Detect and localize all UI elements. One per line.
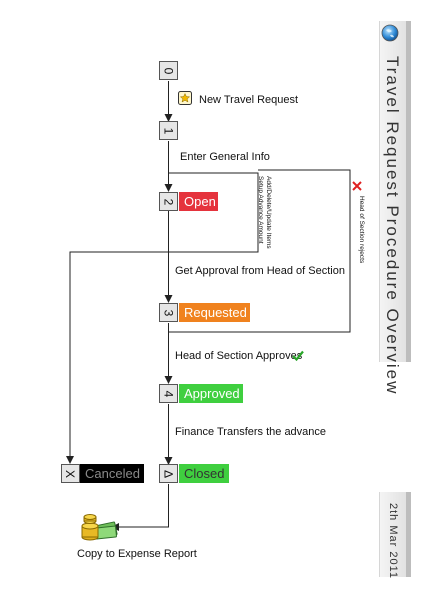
step-copy-expense: Copy to Expense Report — [77, 548, 197, 560]
state-box-canceled[interactable]: X — [61, 464, 80, 483]
loop-head-rejects — [168, 169, 351, 333]
state-box-3[interactable]: 3 — [159, 303, 178, 322]
step-new-request: New Travel Request — [199, 94, 299, 106]
money-icon — [81, 514, 118, 541]
step-head-approves: Head of Section Approves — [175, 350, 303, 362]
state-open-label: Open — [179, 192, 218, 211]
title-panel — [379, 21, 411, 362]
globe-icon[interactable] — [381, 24, 399, 42]
star-note-icon — [178, 91, 192, 105]
reject-x-icon — [352, 181, 362, 191]
state-box-1[interactable]: 1 — [159, 121, 178, 140]
state-box-2[interactable]: 2 — [159, 192, 178, 211]
state-box-0[interactable]: 0 — [159, 61, 178, 80]
state-canceled-label: Canceled — [80, 464, 144, 483]
state-approved-label: Approved — [179, 384, 243, 403]
step-finance: Finance Transfers the advance — [175, 426, 327, 438]
page-title: Travel Request Procedure Overview — [383, 56, 402, 396]
state-closed-label: Closed — [179, 464, 229, 483]
flow-line-closed-expense — [111, 484, 169, 531]
approve-check-icon — [292, 350, 304, 361]
state-box-closed[interactable]: ∆ — [159, 464, 178, 483]
annotation-edit-items: Add/Delete/Update Items Setup Advance Am… — [257, 176, 272, 249]
new-request-icon-wrap — [178, 91, 192, 108]
loop-edit-items — [66, 172, 259, 464]
annotation-head-rejects: Head of Section rejects — [358, 196, 365, 264]
page-date: 2th Mar 2011 — [387, 503, 399, 580]
date-panel — [379, 492, 411, 577]
step-get-approval: Get Approval from Head of Section — [175, 265, 345, 277]
step-enter-info: Enter General Info — [180, 151, 270, 163]
state-requested-label: Requested — [179, 303, 250, 322]
state-box-4[interactable]: 4 — [159, 384, 178, 403]
